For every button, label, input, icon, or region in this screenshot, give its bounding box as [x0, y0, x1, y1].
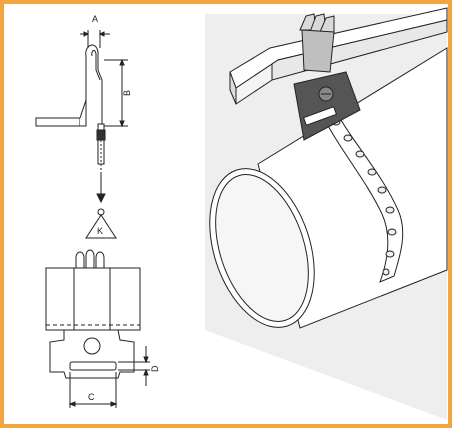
- load-k-label: K: [97, 226, 103, 236]
- dimension-c-label: C: [88, 392, 95, 402]
- side-view-drawing: [35, 30, 128, 170]
- isometric-view: [205, 7, 448, 420]
- dimension-a-label: A: [92, 14, 98, 24]
- front-view-drawing: [45, 249, 150, 408]
- clip-hanger: [293, 13, 361, 141]
- load-weight-symbol: [85, 208, 117, 239]
- dimension-d-label: D: [150, 365, 160, 372]
- pipe: [209, 47, 448, 329]
- dimension-b-label: B: [122, 90, 132, 96]
- load-arrow: [96, 172, 106, 204]
